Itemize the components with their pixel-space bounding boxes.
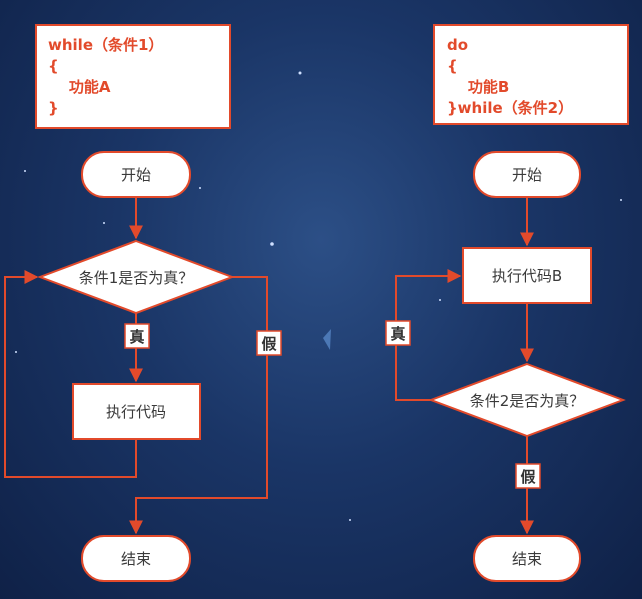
while-flowchart: while（条件1） { 功能A } 开始 条件1是否为真？ 真 执行代码 假 …: [4, 24, 282, 582]
while-end-terminal: [81, 535, 191, 582]
do-while-condition-label: 条件2是否为真？: [470, 392, 585, 410]
while-code-line-1: while（条件1）: [48, 36, 163, 54]
while-code-line-2: {: [48, 57, 59, 75]
while-code-box: [35, 24, 231, 129]
do-while-true-tag: [385, 320, 411, 346]
do-while-flowchart: do { 功能B }while（条件2） 开始 执行代码B 条件2是否为真？ 真…: [385, 24, 629, 582]
do-while-end-label: 结束: [512, 550, 542, 568]
do-while-false-label: 假: [520, 468, 536, 486]
while-action-box: [72, 383, 201, 440]
do-while-end-terminal: [473, 535, 581, 582]
while-true-tag: [124, 323, 150, 349]
while-action-label: 执行代码: [106, 403, 166, 421]
while-start-label: 开始: [121, 166, 151, 184]
while-code-line-3: 功能A: [48, 78, 111, 96]
do-while-code-line-2: {: [447, 57, 458, 75]
do-while-code-line-1: do: [447, 36, 468, 54]
do-while-start-label: 开始: [512, 166, 542, 184]
while-false-label: 假: [261, 335, 277, 353]
do-while-action-label: 执行代码B: [492, 267, 562, 285]
while-false-tag: [256, 330, 282, 356]
do-while-code-box: [433, 24, 629, 125]
while-arrow-false: [129, 276, 268, 535]
while-end-label: 结束: [121, 550, 151, 568]
do-while-code-line-3: 功能B: [447, 78, 509, 96]
while-arrow-loop-back: [4, 270, 137, 478]
while-code-line-4: }: [48, 99, 59, 117]
do-while-code-line-4: }while（条件2）: [447, 99, 573, 117]
decorative-shard: [323, 329, 331, 350]
while-true-label: 真: [129, 328, 144, 346]
do-while-false-tag: [515, 463, 541, 489]
do-while-action-box: [462, 247, 592, 304]
while-condition-label: 条件1是否为真？: [79, 269, 194, 287]
do-while-true-label: 真: [390, 325, 405, 343]
